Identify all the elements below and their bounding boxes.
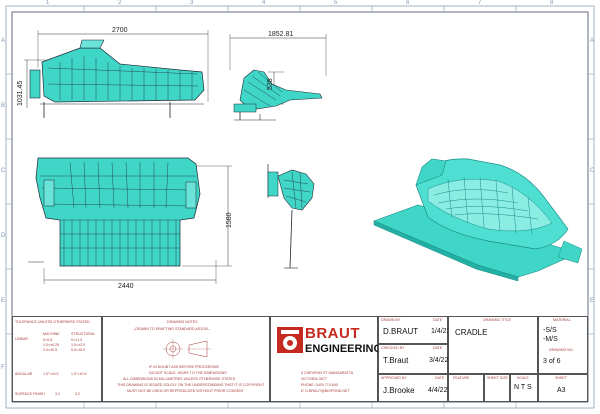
grid-col-4: 4 xyxy=(262,0,266,6)
braut-logo-icon xyxy=(277,327,303,353)
grid-row-c: C xyxy=(1,168,6,174)
company-block: BRAUT ENGINEERING 5 CHEVRON ST WANGARATT… xyxy=(270,316,382,402)
grid-col-2: 2 xyxy=(118,0,122,6)
checked-date-label: DATE xyxy=(433,346,443,350)
notes-line-5: THIS DRAWING IS ISSUED SOLELY ON THE UND… xyxy=(117,383,265,387)
struct-tol-1: 0<±1.0 xyxy=(71,338,83,342)
material-cell: MATERIAL -S/S -M/S DRAWING No. 3 of 6 xyxy=(538,316,588,374)
material-value-1: -S/S xyxy=(543,327,557,334)
end-view xyxy=(229,34,327,121)
approved-by-value: J.Brooke xyxy=(383,386,415,395)
approved-by-cell: APPROVED BY J.Brooke DATE 4/4/22 xyxy=(378,374,448,402)
drawn-by-label: DRAWN BY xyxy=(381,318,401,322)
dim-end-height: 535 xyxy=(267,78,274,90)
plan-view xyxy=(28,157,232,284)
grid-col-8: 8 xyxy=(550,0,554,6)
approved-date-value: 4/4/22 xyxy=(428,387,448,394)
surface-value-2: 3.2 xyxy=(75,392,80,396)
material-value-2: -M/S xyxy=(543,336,558,343)
grid-col-3: 3 xyxy=(190,0,194,6)
notes-title: DRAWING NOTES xyxy=(167,320,198,324)
sheet-cell: SHEET A3 xyxy=(538,374,588,402)
checked-by-cell: CHECKED BY T.Braut DATE 3/4/22 xyxy=(378,344,448,374)
projection-symbol xyxy=(163,339,211,359)
tolerance-title: TOLERANCE UNLESS OTHERWISE STATED xyxy=(15,320,90,324)
dim-side-length: 2700 xyxy=(112,27,128,34)
drawn-by-cell: DRAWN BY D.BRAUT DATE 1/4/22 xyxy=(378,316,451,344)
feature-label: FEATURE xyxy=(453,376,470,380)
surface-value: 3.2 xyxy=(55,392,60,396)
scale-cell: SCALE N T S xyxy=(510,374,538,402)
angular-machine: 1.0°<±0.5 xyxy=(43,372,59,376)
grid-col-1: 1 xyxy=(46,0,50,6)
dim-side-height: 1031.45 xyxy=(17,80,24,106)
angular-struct: 1.0°<±0.5 xyxy=(71,372,87,376)
checked-date-value: 3/4/22 xyxy=(429,357,449,364)
grid-row-c-right: C xyxy=(590,168,595,174)
drawing-title-cell: DRAWING TITLE CRADLE xyxy=(448,316,538,374)
logo-text-main: BRAUT xyxy=(305,325,360,342)
address-line-2: VICTORIA 3677 xyxy=(301,377,327,381)
grid-row-a: A xyxy=(1,38,6,44)
grid-row-b: B xyxy=(1,103,6,109)
notes-line-6: MUST NOT BE USED OR REPRODUCED WITHOUT P… xyxy=(127,389,245,393)
scale-value: N T S xyxy=(514,384,532,391)
surface-label: SURFACE FINISH xyxy=(15,392,45,396)
sheet-value: A3 xyxy=(557,387,566,394)
grid-row-d: D xyxy=(1,233,6,239)
structural-header: STRUCTURAL xyxy=(71,332,96,336)
struct-tol-3: 5.0<±5.0 xyxy=(71,348,86,352)
machine-tol-3: 2.0<±0.5 xyxy=(43,348,58,352)
sheet-label: SHEET xyxy=(555,376,567,380)
grid-row-a-right: A xyxy=(590,38,595,44)
grid-row-f: F xyxy=(1,365,5,371)
notes-line-2: IF IN DOUBT ASK BEFORE PROCEEDING xyxy=(149,365,220,369)
checked-by-value: T.Braut xyxy=(383,356,409,365)
dim-plan-length: 2440 xyxy=(118,283,134,290)
machine-tol-2: 1.0<±0.25 xyxy=(43,343,60,347)
tolerance-box: TOLERANCE UNLESS OTHERWISE STATED LINEAR… xyxy=(12,316,102,402)
drawn-date-label: DATE xyxy=(433,318,443,322)
notes-line-4: ALL DIMENSIONS IN MILLIMETRES UNLESS OTH… xyxy=(123,377,236,381)
logo-text-sub: ENGINEERING xyxy=(305,343,383,355)
sheet-count-value: 3 of 6 xyxy=(543,358,561,365)
drawing-no-label: DRAWING No. xyxy=(549,348,574,352)
drawing-notes-box: DRAWING NOTES --DRAWN TO DRAFTING STANDA… xyxy=(102,316,270,402)
linear-label: LINEAR xyxy=(15,337,28,341)
address-line-4: E: d.braut@bigpond.net xyxy=(301,389,350,393)
grid-row-e: E xyxy=(1,298,6,304)
machine-header: MACHINE xyxy=(43,332,60,336)
side-view xyxy=(24,30,209,118)
drawing-title-label: DRAWING TITLE xyxy=(483,318,511,322)
drawn-date-value: 1/4/22 xyxy=(431,328,451,335)
sheet-size-label: SHEET SIZE xyxy=(487,376,508,380)
drawn-by-value: D.BRAUT xyxy=(383,327,419,336)
approved-by-label: APPROVED BY xyxy=(381,376,407,380)
notes-line-3: DO NOT SCALE. WORK TO THE DIMENSIONS xyxy=(149,371,227,375)
address-line-1: 5 CHEVRON ST WANGARATTA xyxy=(301,371,354,375)
machine-tol-1: 0<0.5 xyxy=(43,338,53,342)
notes-line-1: --DRAWN TO DRAFTING STANDARD AS1100-- xyxy=(133,327,211,331)
feature-cell: FEATURE xyxy=(448,374,484,402)
checked-by-label: CHECKED BY xyxy=(381,346,405,350)
struct-tol-2: 1.0<±2.0 xyxy=(71,343,86,347)
grid-row-e-right: E xyxy=(590,298,595,304)
sheet-size-cell: SHEET SIZE xyxy=(484,374,510,402)
material-label: MATERIAL xyxy=(553,318,571,322)
grid-col-5: 5 xyxy=(334,0,338,6)
drawing-title-value: CRADLE xyxy=(455,328,488,337)
angular-label: ANGULAR xyxy=(15,372,33,376)
dim-plan-width: 1580 xyxy=(226,212,233,228)
grid-col-7: 7 xyxy=(478,0,482,6)
approved-date-label: DATE xyxy=(435,376,445,380)
isometric-view xyxy=(373,158,583,282)
address-line-3: PHONE: 0429 774 840 xyxy=(301,383,338,387)
scale-label: SCALE xyxy=(517,376,529,380)
side-elevation-view xyxy=(267,164,315,269)
grid-col-6: 6 xyxy=(406,0,410,6)
dim-end-width: 1852.81 xyxy=(268,31,294,38)
